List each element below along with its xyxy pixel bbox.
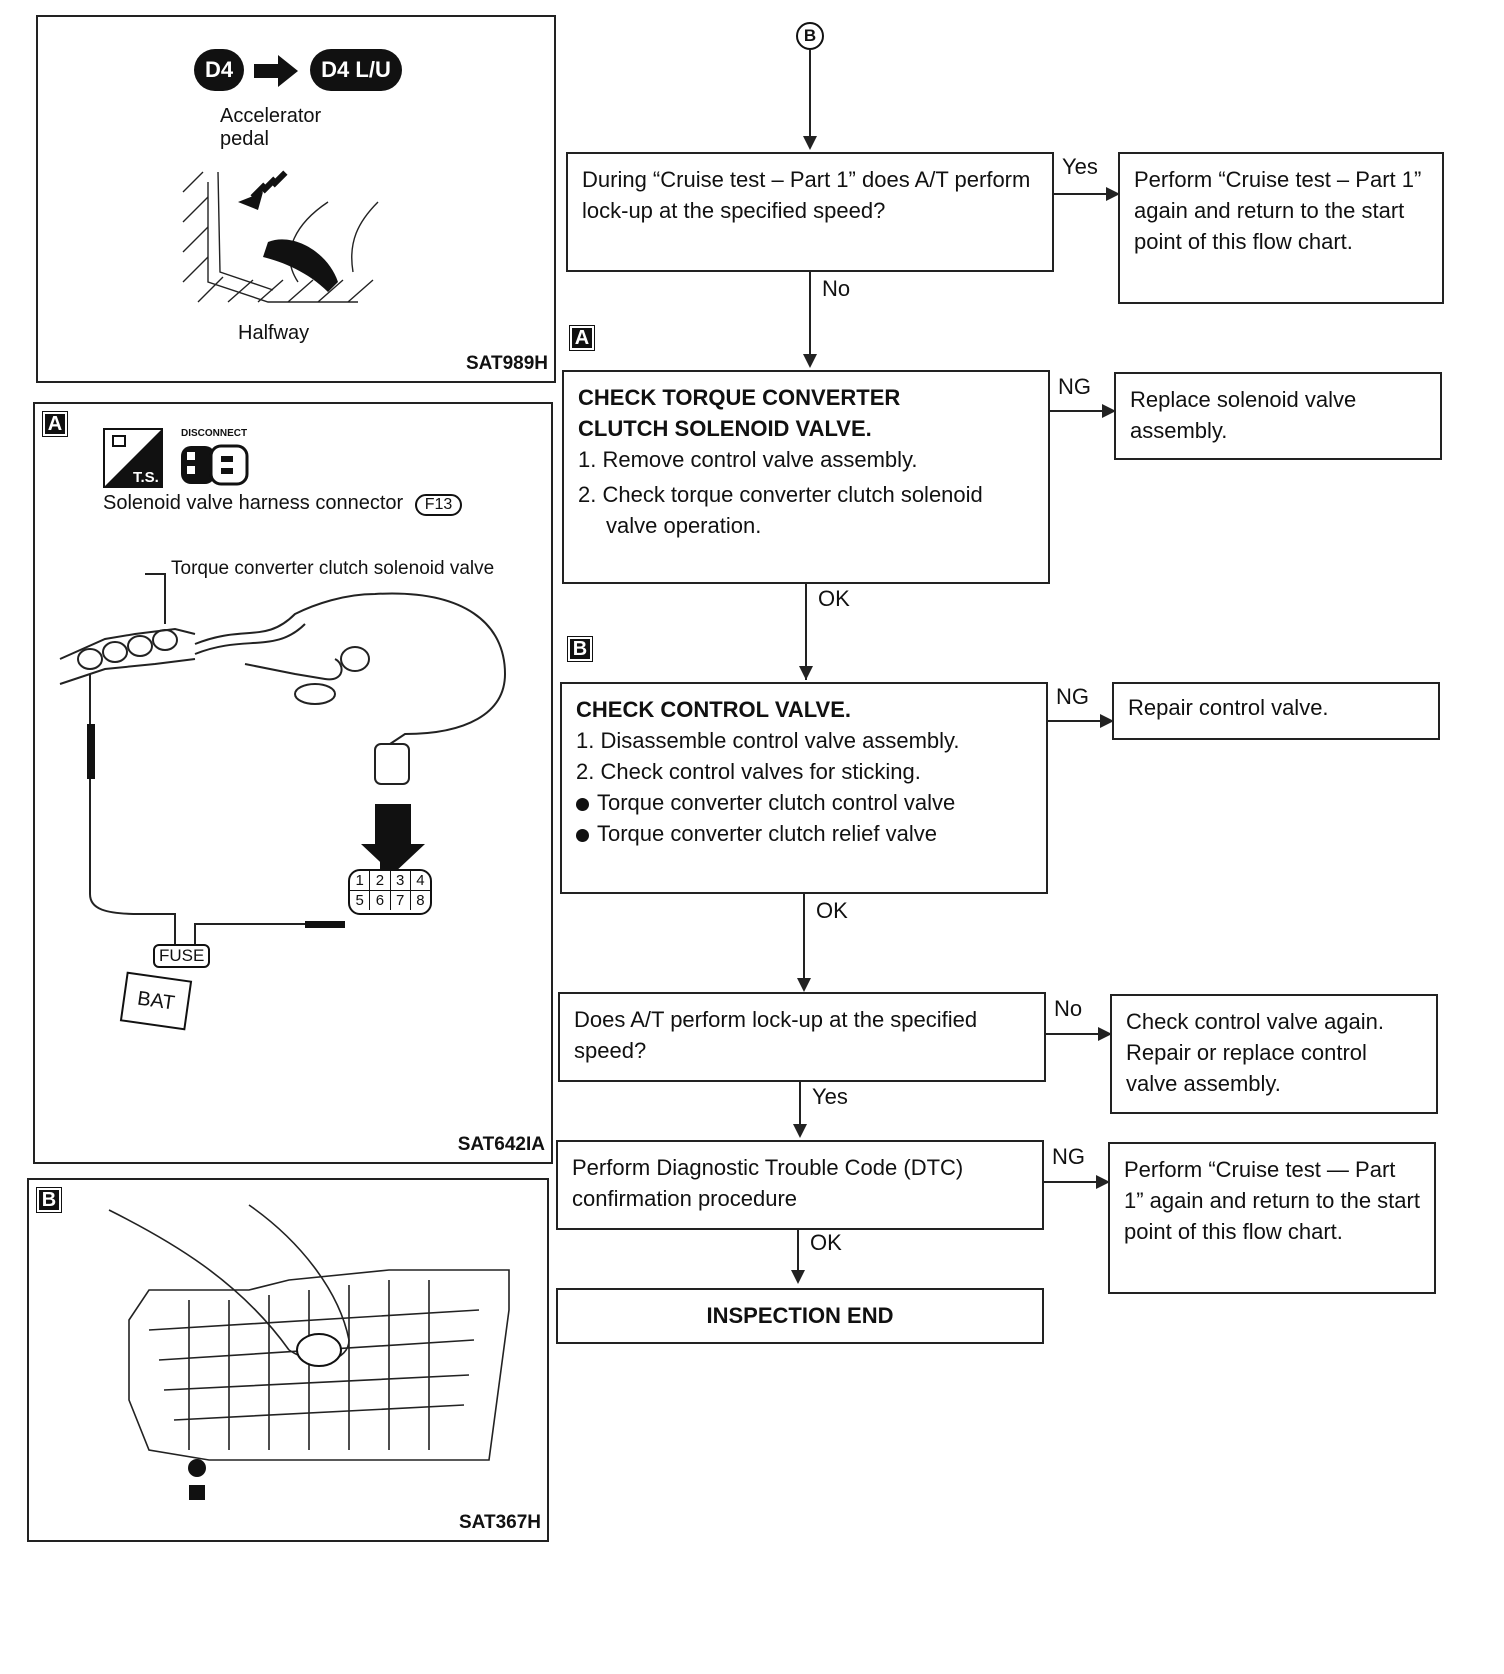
pin: 2 xyxy=(370,871,391,890)
panel-tag-b: B xyxy=(36,1187,62,1213)
ok-label: OK xyxy=(818,586,850,611)
yes-label: Yes xyxy=(1062,154,1098,179)
disconnect-connector-icon xyxy=(181,444,249,486)
list-item: Torque converter clutch control valve xyxy=(576,787,1032,818)
action-replace-solenoid: Replace solenoid valve assembly. xyxy=(1114,372,1442,460)
pin: 7 xyxy=(391,891,411,910)
flow-line xyxy=(1044,1181,1100,1183)
harness-panel: A T.S. DISCONNECT Solenoid valve harness… xyxy=(33,402,553,1164)
flow-arrow xyxy=(793,1124,807,1138)
pin-connector: 1 2 3 4 5 6 7 8 xyxy=(348,861,432,915)
flow-line xyxy=(809,50,811,138)
decision-cruise-lockup: During “Cruise test – Part 1” does A/T p… xyxy=(566,152,1054,272)
ok-label: OK xyxy=(810,1230,842,1255)
accelerator-panel: D4 D4 L/U Accelerator pedal Halfway SAT9… xyxy=(36,15,556,383)
connector-label: Solenoid valve harness connector F13 xyxy=(103,492,463,516)
flow-arrow xyxy=(803,136,817,150)
pin-key xyxy=(380,861,398,871)
pin: 6 xyxy=(370,891,391,910)
accelerator-pedal-illustration xyxy=(182,170,379,303)
pin: 4 xyxy=(416,872,425,889)
action-repeat-cruise-test: Perform “Cruise test – Part 1” again and… xyxy=(1118,152,1444,304)
accelerator-label: Accelerator pedal xyxy=(220,105,322,150)
flow-line xyxy=(797,1230,799,1272)
shift-arrow-icon xyxy=(254,55,298,87)
battery-label: BAT xyxy=(119,971,193,1031)
control-valve-illustration xyxy=(108,1204,510,1500)
valve-label: Torque converter clutch solenoid valve xyxy=(171,558,495,579)
inspection-end: INSPECTION END xyxy=(556,1288,1044,1344)
flow-line xyxy=(1046,1033,1102,1035)
flow-line xyxy=(1048,720,1104,722)
disconnect-label: DISCONNECT xyxy=(181,428,248,439)
decision-lockup-specified-speed: Does A/T perform lock-up at the specifie… xyxy=(558,992,1046,1082)
flow-line xyxy=(1050,410,1106,412)
flow-arrow xyxy=(1102,404,1116,418)
ng-label: NG xyxy=(1052,1144,1085,1169)
ng-label: NG xyxy=(1058,374,1091,399)
solenoid-harness-illustration xyxy=(59,573,507,944)
yes-label: Yes xyxy=(812,1084,848,1109)
action-check-control-valve-again: Check control valve again. Repair or rep… xyxy=(1110,994,1438,1114)
flow-arrow xyxy=(1098,1027,1112,1041)
no-label: No xyxy=(1054,996,1083,1021)
pin: 1 xyxy=(350,871,371,890)
flow-arrow xyxy=(1106,187,1120,201)
panel-tag-a: A xyxy=(42,411,68,437)
d4-lu-badge: D4 L/U xyxy=(310,49,402,91)
start-connector: B xyxy=(796,22,824,50)
check-solenoid-valve: CHECK TORQUE CONVERTER CLUTCH SOLENOID V… xyxy=(562,370,1050,584)
fuse-label: FUSE xyxy=(153,944,211,968)
pin: 5 xyxy=(350,891,371,910)
flow-line xyxy=(1054,193,1110,195)
control-valve-panel: B SAT367H xyxy=(27,1178,549,1542)
list-item: Torque converter clutch relief valve xyxy=(576,818,1032,849)
flow-tag-b: B xyxy=(567,636,593,662)
ts-label: T.S. xyxy=(133,469,159,486)
flow-arrow xyxy=(1100,714,1114,728)
flow-arrow xyxy=(799,666,813,680)
figure-code: SAT367H xyxy=(458,1512,541,1533)
pin: 8 xyxy=(416,892,425,909)
flow-arrow xyxy=(797,978,811,992)
dtc-confirmation-step: Perform Diagnostic Trouble Code (DTC) co… xyxy=(556,1140,1044,1230)
flow-arrow xyxy=(1096,1175,1110,1189)
flow-line xyxy=(803,894,805,982)
pin-row-top: 1 2 3 4 xyxy=(350,871,430,891)
flow-arrow xyxy=(791,1270,805,1284)
flow-arrow xyxy=(803,354,817,368)
pin: 3 xyxy=(391,871,411,890)
ts-icon: T.S. xyxy=(103,428,163,488)
flow-line xyxy=(809,272,811,356)
action-repeat-cruise-test-2: Perform “Cruise test — Part 1” again and… xyxy=(1108,1142,1436,1294)
connector-id-badge: F13 xyxy=(414,494,463,516)
ok-label: OK xyxy=(816,898,848,923)
ng-label: NG xyxy=(1056,684,1089,709)
no-label: No xyxy=(822,276,851,301)
flow-line xyxy=(799,1082,801,1126)
figure-code: SAT642IA xyxy=(457,1134,545,1155)
flow-line xyxy=(805,584,807,680)
figure-code: SAT989H xyxy=(465,353,548,374)
d4-badge: D4 xyxy=(194,49,244,91)
action-repair-control-valve: Repair control valve. xyxy=(1112,682,1440,740)
pin-row-bottom: 5 6 7 8 xyxy=(350,891,430,910)
halfway-label: Halfway xyxy=(238,322,310,344)
check-control-valve: CHECK CONTROL VALVE. 1. Disassemble cont… xyxy=(560,682,1048,894)
flow-tag-a: A xyxy=(569,325,595,351)
